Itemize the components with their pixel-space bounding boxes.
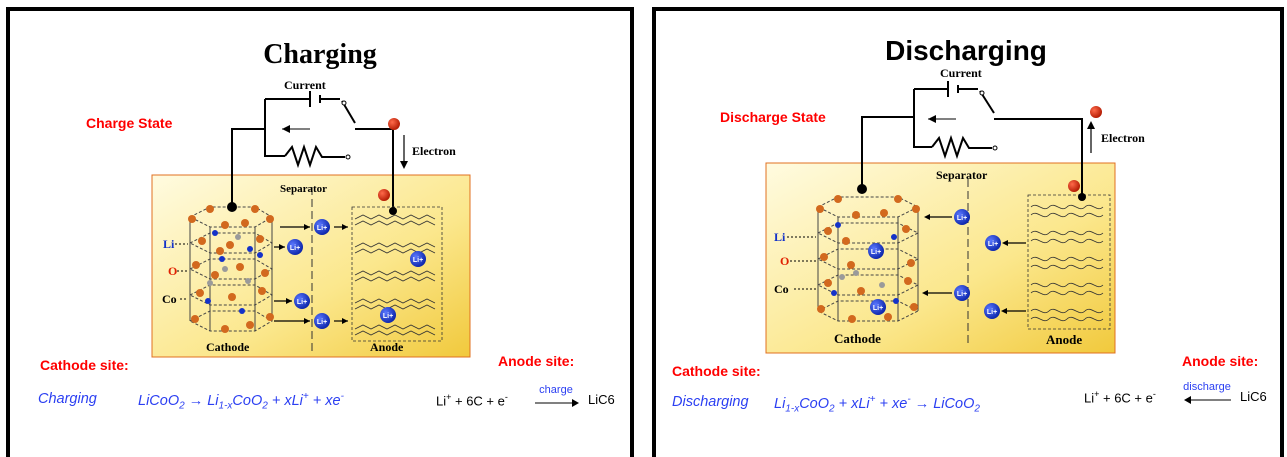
- separator-label: Separator: [280, 183, 327, 195]
- svg-text:Li+: Li+: [383, 313, 393, 320]
- svg-text:Li+: Li+: [317, 319, 327, 326]
- svg-text:Li+: Li+: [988, 241, 998, 248]
- state-label: Discharge State: [720, 109, 826, 125]
- electron-anode-icon: [378, 189, 390, 201]
- svg-text:Li+: Li+: [871, 249, 881, 256]
- charge-arrow-label: charge: [539, 384, 573, 396]
- o-label: O: [168, 264, 177, 278]
- svg-text:Li+: Li+: [290, 245, 300, 252]
- electron-label: Electron: [1101, 131, 1145, 145]
- charging-panel: Li+ Li+ Li+ Li+ Li+ Li+ Li O Co Separat: [6, 7, 634, 457]
- anode-graphite: [1027, 194, 1111, 330]
- co-label: Co: [774, 282, 789, 296]
- charging-diagram: Li+ Li+ Li+ Li+ Li+ Li+ Li O Co Separat: [151, 78, 579, 407]
- svg-text:Li+: Li+: [957, 215, 967, 222]
- equation-label: Charging: [38, 391, 97, 407]
- electron-top-icon: [388, 118, 400, 130]
- li-ions: [868, 209, 1001, 319]
- circuit-wires: [861, 81, 1083, 195]
- svg-text:Li+: Li+: [987, 309, 997, 316]
- electron-anode-icon: [1068, 180, 1080, 192]
- cathode-atoms: [816, 184, 920, 323]
- cathode-label: Cathode: [834, 331, 881, 346]
- co-label: Co: [162, 292, 177, 306]
- cathode-label: Cathode: [206, 340, 250, 354]
- o-label: O: [780, 254, 789, 268]
- anode-equation: Li+ + 6C + e-: [1084, 389, 1156, 406]
- cathode-lattice: [816, 196, 920, 322]
- anode-equation: Li+ + 6C + e-: [436, 392, 508, 409]
- discharging-diagram: Li+ Li+ Li+ Li+ Li+ Li+ Li O Co Separato…: [765, 66, 1231, 404]
- cathode-equation: LiCoO2 → Li1-xCoO2 + xLi+ + xe-: [138, 391, 344, 412]
- li-ions: [287, 219, 426, 329]
- cathode-equation: Li1-xCoO2 + xLi+ + xe- → LiCoO2: [774, 394, 980, 415]
- page-title: Discharging: [885, 35, 1047, 66]
- discharge-arrow-label: discharge: [1183, 381, 1231, 393]
- anode-product: LiC6: [588, 392, 615, 407]
- li-label: Li: [163, 237, 175, 251]
- separator-label: Separator: [936, 168, 988, 182]
- li-label: Li: [774, 230, 786, 244]
- svg-text:Li+: Li+: [297, 299, 307, 306]
- electron-top-icon: [1090, 106, 1102, 118]
- page-title: Charging: [263, 39, 377, 70]
- svg-text:Li+: Li+: [413, 257, 423, 264]
- anode-product: LiC6: [1240, 389, 1267, 404]
- svg-text:Li+: Li+: [317, 225, 327, 232]
- anode-site-label: Anode site:: [498, 353, 575, 369]
- anode-site-label: Anode site:: [1182, 353, 1259, 369]
- svg-text:Li+: Li+: [873, 305, 883, 312]
- anode-label: Anode: [1046, 332, 1082, 347]
- discharging-panel: Li+ Li+ Li+ Li+ Li+ Li+ Li O Co Separato…: [652, 7, 1284, 457]
- anode-graphite: [351, 206, 443, 342]
- electron-label: Electron: [412, 144, 456, 158]
- cathode-site-label: Cathode site:: [40, 357, 129, 373]
- cathode-site-label: Cathode site:: [672, 363, 761, 379]
- current-label: Current: [940, 66, 982, 80]
- state-label: Charge State: [86, 115, 173, 131]
- cathode-atoms: [188, 202, 274, 333]
- svg-text:Li+: Li+: [957, 291, 967, 298]
- equation-label: Discharging: [672, 394, 749, 410]
- current-label: Current: [284, 78, 326, 92]
- anode-label: Anode: [370, 340, 404, 354]
